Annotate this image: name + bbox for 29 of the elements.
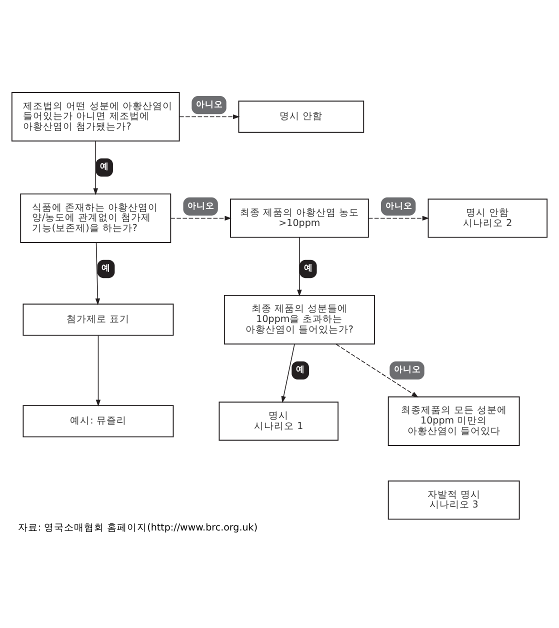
arrow <box>95 242 100 305</box>
node-box: 명시 시나리오 1 <box>218 401 339 440</box>
edge-label: 예 <box>102 263 111 274</box>
edge-label: 예 <box>100 162 109 172</box>
node-box: 최종 제품의 성분들에 10ppm을 초과하는 아황산염이 들어있는가? <box>224 294 375 344</box>
arrow <box>179 114 240 119</box>
node-box: 자발적 명시 시나리오 3 <box>388 480 520 520</box>
arrow <box>281 343 295 402</box>
arrow <box>96 334 101 406</box>
node-box: 명시 안함 시나리오 2 <box>428 198 548 238</box>
node-box: 최종제품의 모든 성분에 10ppm 미만의 아황산염이 들어있다 <box>388 396 520 446</box>
caption: 자료: 영국소매협회 홈페이지(http://www.brc.org.uk) <box>18 522 258 533</box>
node-box: 식품에 존재하는 아황산염이 양/농도에 관계없이 첨가제 기능(보존제)을 하는가? <box>20 192 172 242</box>
arrow <box>93 140 98 195</box>
edge-label: 아니오 <box>196 99 224 110</box>
edge-label: 아니오 <box>385 200 412 211</box>
node-box: 제조법의 어떤 성분에 아황산염이 들어있는가 아니면 제조법에 아황산염이 첨가됐는가? <box>11 92 180 142</box>
node-box: 최종 제품의 아황산염 농도 >10ppm <box>230 198 369 238</box>
node-box: 명시 안함 <box>238 100 364 132</box>
arrow <box>336 343 418 397</box>
node-box: 예시: 뮤즐리 <box>22 404 174 437</box>
edge-label: 아니오 <box>394 364 421 375</box>
arrow <box>368 215 430 220</box>
edge-label: 예 <box>296 364 305 375</box>
arrow <box>297 236 302 296</box>
node-box: 첨가제로 표기 <box>22 303 174 336</box>
arrow <box>170 215 232 220</box>
edge-label: 아니오 <box>188 200 215 211</box>
edge-label: 예 <box>304 263 313 274</box>
